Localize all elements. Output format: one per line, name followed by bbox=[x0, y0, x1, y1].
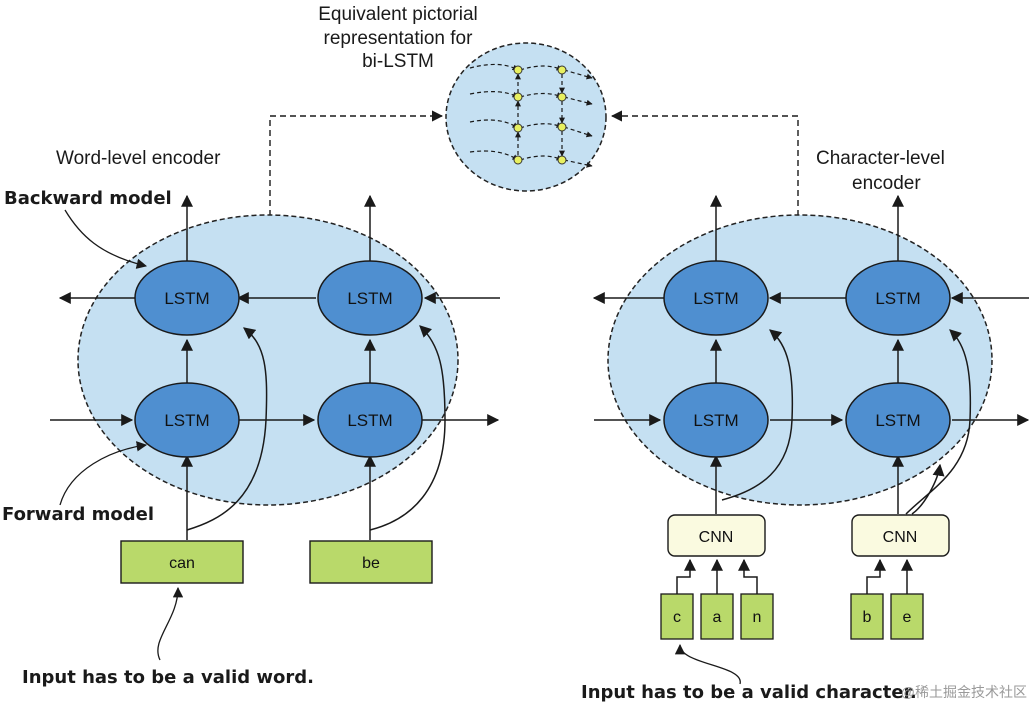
bilstm-pictorial bbox=[445, 42, 607, 192]
word-lstm-backward-1: LSTM bbox=[134, 260, 240, 336]
word-input-be: be bbox=[309, 540, 433, 584]
word-note: Input has to be a valid word. bbox=[22, 667, 314, 688]
char-encoder-label-line1: Character-level bbox=[816, 148, 945, 169]
char-note-pointer bbox=[674, 643, 741, 685]
char-label: e bbox=[903, 609, 912, 626]
lstm-label: LSTM bbox=[347, 411, 392, 430]
backward-pointer bbox=[64, 209, 148, 269]
lstm-label: LSTM bbox=[875, 411, 920, 430]
watermark: @稀土掘金技术社区 bbox=[901, 684, 1027, 700]
word-encoder-ellipse bbox=[77, 214, 459, 506]
lstm-label: LSTM bbox=[347, 289, 392, 308]
char-input-b: b bbox=[850, 593, 884, 640]
word-encoder-label: Word-level encoder bbox=[56, 148, 221, 169]
word-input-label: can bbox=[169, 555, 195, 572]
char-encoder-ellipse bbox=[607, 214, 993, 506]
char-input-n: n bbox=[740, 593, 774, 640]
char-lstm-forward-1: LSTM bbox=[663, 382, 769, 458]
lstm-label: LSTM bbox=[693, 289, 738, 308]
char-label: b bbox=[863, 609, 872, 626]
word-note-pointer bbox=[157, 586, 184, 661]
cnn-box-1: CNN bbox=[667, 514, 766, 557]
lstm-label: LSTM bbox=[164, 289, 209, 308]
backward-model-label: Backward model bbox=[4, 188, 172, 209]
forward-pointer bbox=[59, 441, 148, 506]
char-lstm-backward-2: LSTM bbox=[845, 260, 951, 336]
char-label: a bbox=[713, 609, 722, 626]
word-input-label: be bbox=[362, 555, 380, 572]
cnn-label: CNN bbox=[699, 529, 734, 546]
lstm-label: LSTM bbox=[693, 411, 738, 430]
forward-model-label: Forward model bbox=[2, 504, 154, 525]
lstm-label: LSTM bbox=[164, 411, 209, 430]
title-line-3: bi-LSTM bbox=[362, 51, 434, 72]
char-encoder-label-line2: encoder bbox=[852, 173, 921, 194]
lstm-label: LSTM bbox=[875, 289, 920, 308]
char-note: Input has to be a valid character. bbox=[581, 682, 917, 703]
title-line-2: representation for bbox=[324, 28, 474, 49]
word-input-can: can bbox=[120, 540, 244, 584]
word-lstm-forward-2: LSTM bbox=[317, 382, 423, 458]
char-lstm-forward-2: LSTM bbox=[845, 382, 951, 458]
char-label: n bbox=[753, 609, 762, 626]
word-encoder-link bbox=[269, 110, 444, 216]
char-input-e: e bbox=[890, 593, 924, 640]
char-input-c: c bbox=[660, 593, 694, 640]
cnn-box-2: CNN bbox=[851, 514, 950, 557]
char-encoder-link bbox=[610, 110, 799, 216]
char-input-a: a bbox=[700, 593, 734, 640]
word-lstm-forward-1: LSTM bbox=[134, 382, 240, 458]
char-label: c bbox=[673, 609, 681, 626]
cnn-label: CNN bbox=[883, 529, 918, 546]
title-line-1: Equivalent pictorial bbox=[318, 4, 477, 25]
word-lstm-backward-2: LSTM bbox=[317, 260, 423, 336]
char-lstm-backward-1: LSTM bbox=[663, 260, 769, 336]
